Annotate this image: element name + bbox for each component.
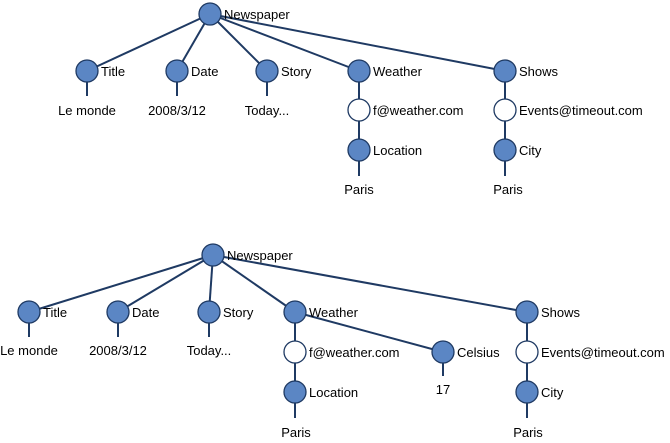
tree-2-node-city [515,380,539,404]
tree-1-value-city-value: Paris [493,182,523,197]
tree-2-node-newspaper [201,243,225,267]
tree-2-node-label-celsius: Celsius [457,345,500,360]
tree-1-node-newspaper [198,2,222,26]
tree-1-edge-newspaper-to-shows [209,13,506,72]
tree-1-node-date [165,59,189,83]
tree-2-node-location [283,380,307,404]
tree-2-node-title [17,300,41,324]
tree-2-edge-newspaper-to-title [28,254,214,313]
tree-2-value-date-value: 2008/3/12 [89,343,147,358]
tree-2-node-label-shows: Shows [541,305,581,320]
tree-1-edge-newspaper-to-weather [209,13,360,72]
tree-1-node-label-story: Story [281,64,312,79]
tree-1-value-location-value: Paris [344,182,374,197]
tree-1-node-label-location: Location [373,143,422,158]
tree-2-value-story-value: Today... [187,343,232,358]
tree-1-node-location [347,138,371,162]
tree-1-node-weather [347,59,371,83]
tree-1-node-label-title: Title [101,64,125,79]
tree-2-node-weather [283,300,307,324]
tree-1-node-story [255,59,279,83]
tree-1-node-shows [493,59,517,83]
tree-2-value-city-value: Paris [513,425,543,440]
tree-2-node-label-title: Title [43,305,67,320]
tree-1-node-weather-call [347,98,371,122]
tree-1-node-label-shows-call: Events@timeout.com [519,103,643,118]
tree-2-node-label-weather: Weather [309,305,359,320]
tree-2-edge-newspaper-to-weather [212,254,296,313]
tree-1-node-label-shows: Shows [519,64,559,79]
tree-2-node-label-shows-call: Events@timeout.com [541,345,665,360]
tree-1-node-city [493,138,517,162]
tree-1-value-story-value: Today... [245,103,290,118]
tree-1-edge-newspaper-to-story [209,13,268,72]
tree-2-node-story [197,300,221,324]
tree-1-value-date-value: 2008/3/12 [148,103,206,118]
tree-2-node-label-location: Location [309,385,358,400]
tree-2-node-celsius [431,340,455,364]
tree-1-node-label-date: Date [191,64,218,79]
tree-1-node-label-city: City [519,143,542,158]
nodes-layer [17,2,539,404]
tree-2-node-label-weather-call: f@weather.com [309,345,400,360]
tree-2-value-title-value: Le monde [0,343,58,358]
tree-2-node-weather-call [283,340,307,364]
tree-1-node-label-weather: Weather [373,64,423,79]
tree-1-edge-newspaper-to-title [86,13,211,72]
tree-2-node-label-city: City [541,385,564,400]
tree-1-node-title [75,59,99,83]
tree-1-value-title-value: Le monde [58,103,116,118]
tree-2-node-label-newspaper: Newspaper [227,248,293,263]
tree-2-node-shows-call [515,340,539,364]
tree-2-edge-weather-to-celsius [294,311,444,353]
tree-2-node-date [106,300,130,324]
tree-2-edge-newspaper-to-shows [212,254,528,313]
tree-2-node-label-story: Story [223,305,254,320]
tree-2-value-location-value: Paris [281,425,311,440]
tree-2-node-shows [515,300,539,324]
tree-1-node-label-newspaper: Newspaper [224,7,290,22]
tree-2-value-celsius-value: 17 [436,382,450,397]
tree-2-edge-newspaper-to-date [117,254,214,313]
tree-1-node-shows-call [493,98,517,122]
tree-2-node-label-date: Date [132,305,159,320]
tree-1-node-label-weather-call: f@weather.com [373,103,464,118]
